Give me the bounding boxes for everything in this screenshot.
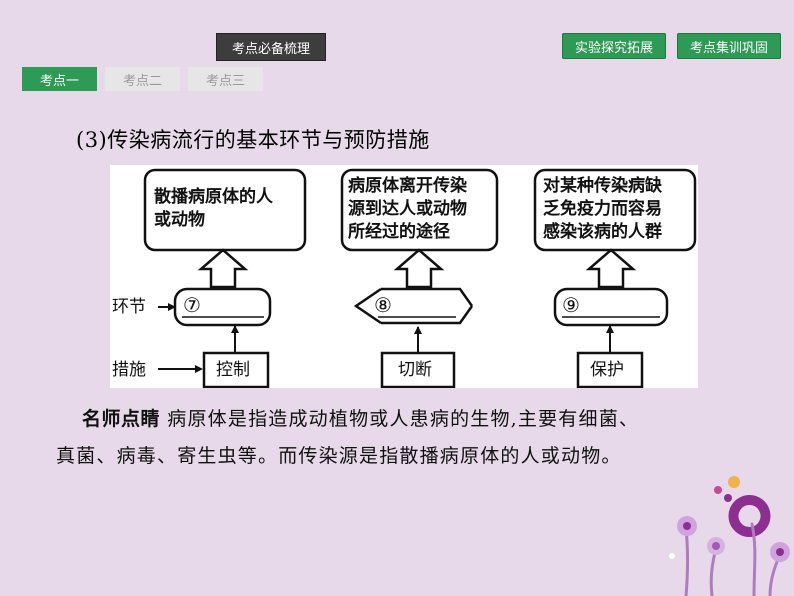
row-label-cuoshi: 措施 xyxy=(112,360,146,380)
top-box-source xyxy=(143,168,307,252)
up-arrow-2 xyxy=(393,248,445,289)
measure-control: 控制 xyxy=(216,360,250,380)
top-box-1-line2: 或动物 xyxy=(154,210,205,230)
flow-diagram: 散播病原体的人 或动物 病原体离开传染 源到达人或动物 所经过的途径 对某种传染… xyxy=(110,165,698,388)
row-label-huanjie: 环节 xyxy=(112,297,146,317)
diagram-lines xyxy=(143,168,697,388)
top-box-3-line1: 对某种传染病缺 xyxy=(543,176,662,196)
hex-bottom xyxy=(381,305,474,325)
note-line-1: 名师点睛 病原体是指造成动植物或人患病的生物,主要有细菌、 xyxy=(82,404,639,431)
blank-number-8: ⑧ xyxy=(374,293,392,317)
up-arrow-3 xyxy=(585,248,637,289)
top-box-2-line3: 所经过的途径 xyxy=(348,222,450,242)
up-arrow-1 xyxy=(197,248,249,289)
note-line-2: 真菌、病毒、寄生虫等。而传染源是指散播病原体的人或动物。 xyxy=(56,445,622,467)
kaodian-tab-3[interactable]: 考点三 xyxy=(188,67,263,91)
note-label: 名师点睛 xyxy=(82,408,161,430)
tab-kaodian-jixun[interactable]: 考点集训巩固 xyxy=(677,33,781,59)
decorative-flower-icon xyxy=(669,476,790,596)
kaodian-tab-2[interactable]: 考点二 xyxy=(105,67,180,91)
top-box-crowd xyxy=(533,168,697,252)
measure-cut-off: 切断 xyxy=(398,360,432,380)
top-box-3-line2: 乏免疫力而容易 xyxy=(543,199,662,219)
section-heading: (3)传染病流行的基本环节与预防措施 xyxy=(76,128,430,152)
hex-left xyxy=(353,287,382,325)
tab-kaodian-bibei[interactable]: 考点必备梳理 xyxy=(216,33,326,61)
top-box-3-line3: 感染该病的人群 xyxy=(543,222,662,242)
kaodian-tab-1[interactable]: 考点一 xyxy=(22,67,97,91)
top-box-1-line1: 散播病原体的人 xyxy=(154,187,273,207)
blank-number-7: ⑦ xyxy=(183,293,201,317)
note-text-1: 病原体是指造成动植物或人患病的生物,主要有细菌、 xyxy=(167,408,640,430)
top-box-2-line1: 病原体离开传染 xyxy=(348,176,467,196)
hex-top xyxy=(381,287,474,307)
measure-protect: 保护 xyxy=(590,360,624,380)
top-box-2-line2: 源到达人或动物 xyxy=(348,199,467,219)
blank-number-9: ⑨ xyxy=(562,293,580,317)
tab-shiyan-tanjiu[interactable]: 实验探究拓展 xyxy=(562,33,666,59)
